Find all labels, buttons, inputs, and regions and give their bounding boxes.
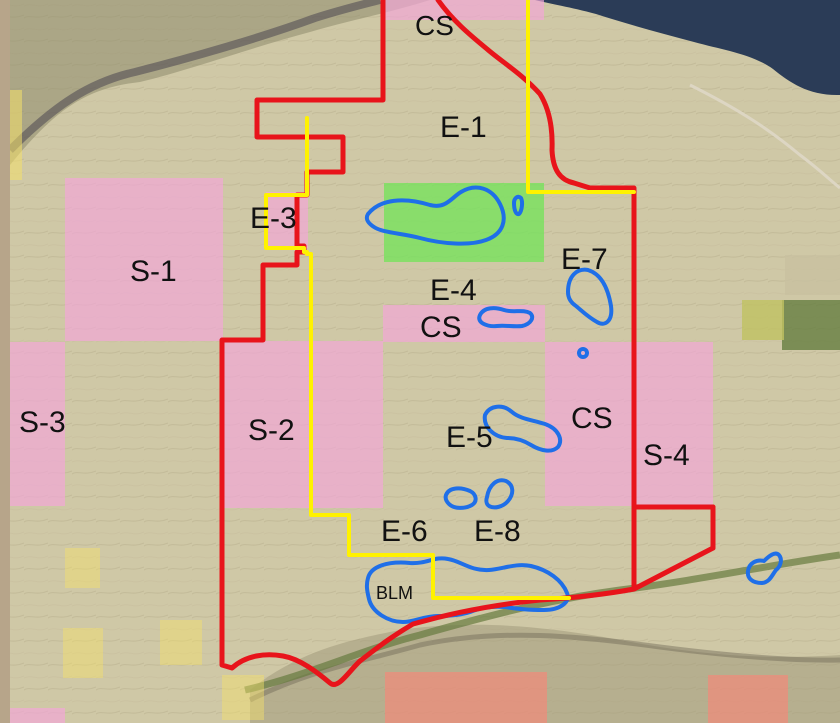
red-boundary-extension bbox=[631, 504, 716, 592]
salmon-parcel-2 bbox=[708, 675, 788, 723]
field-right-dark bbox=[742, 300, 784, 340]
wetland-right bbox=[745, 551, 783, 585]
map-labels: CS E-1 E-3 S-1 E-4 E-7 CS S-3 S-2 E-5 CS… bbox=[19, 10, 690, 603]
label-e8: E-8 bbox=[474, 515, 521, 548]
north-ridge bbox=[10, 0, 430, 165]
wetland-e6 bbox=[443, 486, 478, 510]
label-cs-mid: CS bbox=[420, 311, 462, 344]
wetland-e4-cs bbox=[477, 306, 535, 329]
yellow-parcel-bottom-4 bbox=[160, 620, 202, 665]
state-parcels bbox=[10, 0, 713, 508]
yellow-parcel-right bbox=[742, 300, 784, 340]
parcel-s3 bbox=[10, 342, 65, 506]
other-parcels bbox=[10, 90, 788, 723]
label-s3: S-3 bbox=[19, 406, 66, 439]
wetland-dot bbox=[577, 347, 589, 359]
south-shadow bbox=[248, 632, 840, 703]
wetland-blm bbox=[364, 556, 570, 624]
wetland-e7 bbox=[566, 267, 614, 326]
lake bbox=[535, 0, 840, 96]
wetland-small-1 bbox=[512, 194, 525, 217]
road bbox=[689, 83, 840, 190]
field-right-green bbox=[782, 300, 840, 350]
yellow-parcel-left bbox=[10, 90, 22, 180]
label-cs-top: CS bbox=[415, 10, 454, 41]
wetland-e5 bbox=[482, 404, 563, 453]
green-parcel bbox=[384, 183, 544, 262]
label-e1: E-1 bbox=[440, 111, 487, 144]
label-s2: S-2 bbox=[248, 414, 295, 447]
label-s4: S-4 bbox=[643, 439, 690, 472]
salmon-parcel-1 bbox=[385, 672, 547, 723]
yellow-boundary bbox=[264, 0, 636, 600]
parcel-e3 bbox=[266, 192, 308, 248]
label-e4: E-4 bbox=[430, 274, 477, 307]
label-cs-right: CS bbox=[571, 402, 613, 435]
field-right-upper bbox=[785, 255, 840, 295]
parcel-s2 bbox=[222, 341, 383, 508]
label-s1: S-1 bbox=[130, 255, 177, 288]
wetland-e4 bbox=[364, 185, 506, 246]
parcel-cs-right bbox=[545, 342, 713, 506]
label-blm: BLM bbox=[376, 583, 413, 603]
parcel-s1 bbox=[65, 178, 223, 341]
terrain-texture bbox=[10, 0, 840, 723]
yellow-parcel-bottom-1 bbox=[65, 548, 100, 588]
wetland-outlines bbox=[364, 185, 783, 624]
label-e3: E-3 bbox=[250, 202, 297, 235]
label-e6: E-6 bbox=[381, 515, 428, 548]
river bbox=[244, 551, 840, 694]
wetland-e8 bbox=[484, 478, 515, 510]
pink-bottom-left bbox=[10, 708, 65, 723]
parcel-cs-top bbox=[383, 0, 544, 20]
yellow-parcel-bottom-3 bbox=[222, 675, 264, 720]
label-e5: E-5 bbox=[446, 421, 493, 454]
yellow-parcel-bottom-2 bbox=[63, 628, 103, 678]
north-shadow bbox=[10, 0, 381, 153]
label-e7: E-7 bbox=[561, 243, 608, 276]
